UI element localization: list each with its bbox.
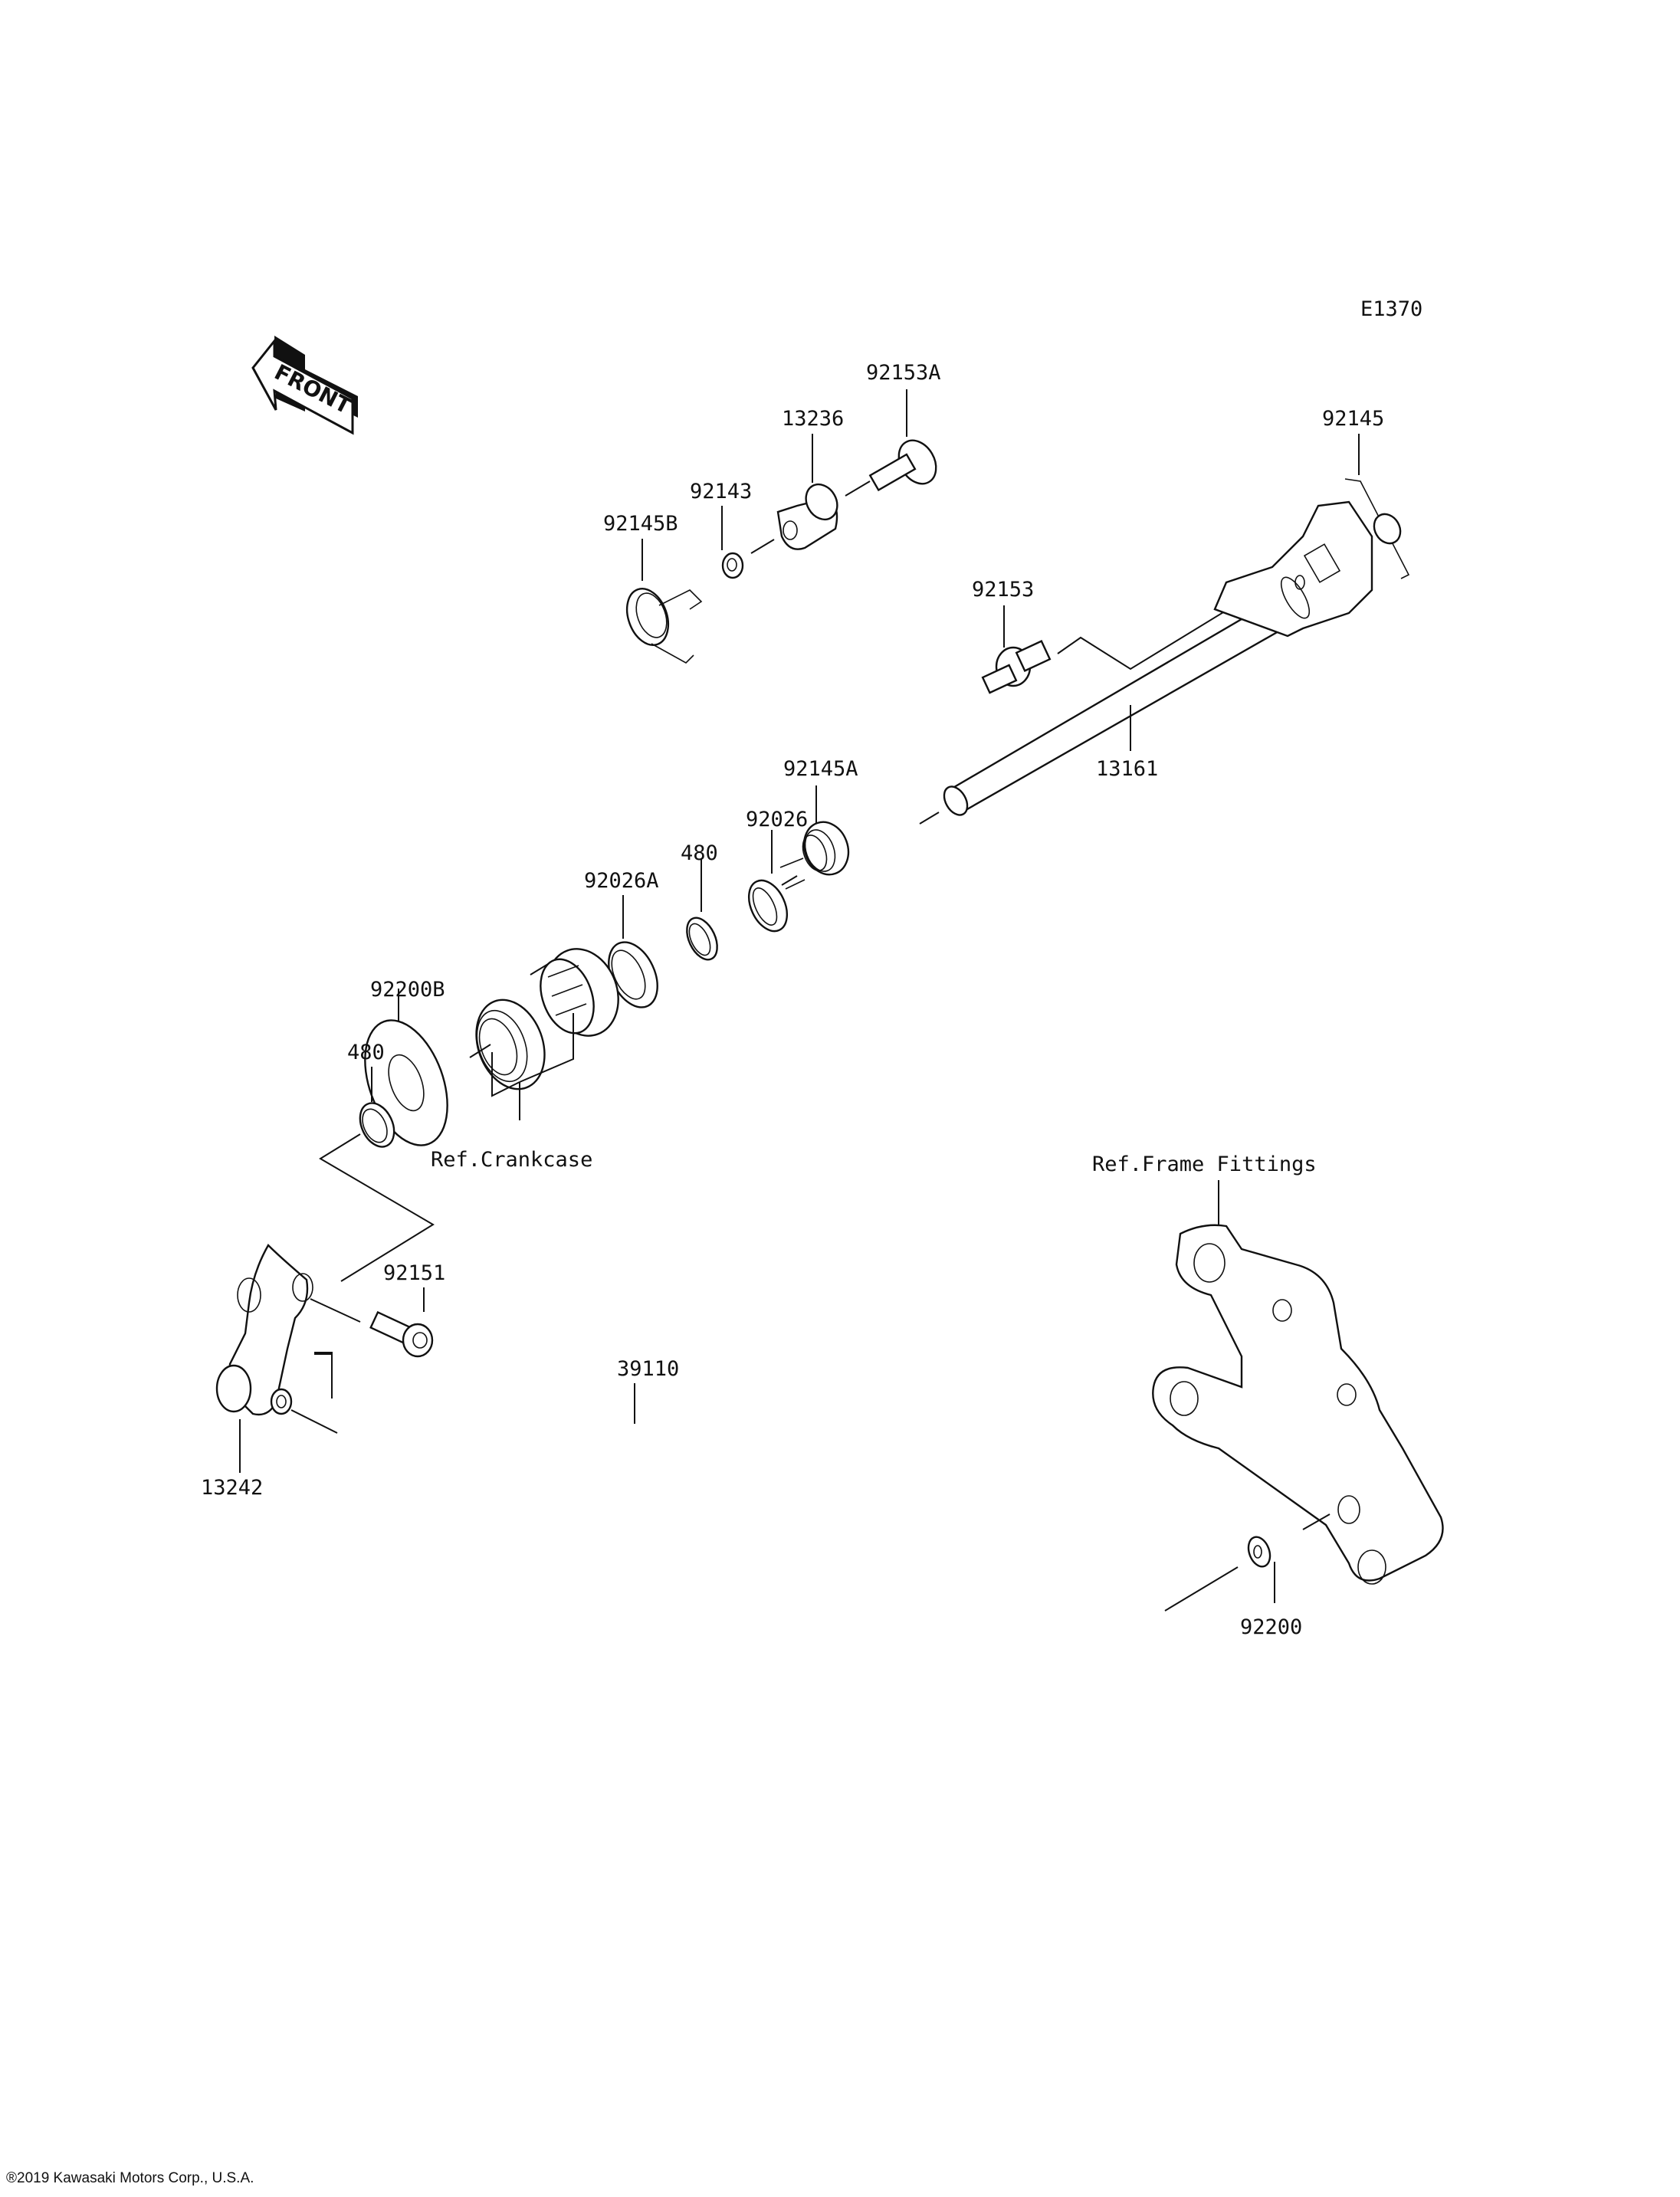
part-label-92145A: 92145A xyxy=(783,757,858,781)
part-13236[interactable]: 13236 xyxy=(776,407,844,550)
part-480-upper[interactable]: 480 xyxy=(681,841,724,964)
part-label-92026: 92026 xyxy=(746,808,808,831)
part-label-92143: 92143 xyxy=(690,480,752,503)
part-label-480-lower: 480 xyxy=(347,1041,385,1064)
part-label-13161: 13161 xyxy=(1096,757,1158,781)
oil-seal xyxy=(475,998,546,1090)
part-label-13236: 13236 xyxy=(782,407,844,431)
part-92200[interactable]: 92200 xyxy=(1164,1513,1331,1639)
frame-bracket xyxy=(1152,1224,1444,1585)
part-label-92145: 92145 xyxy=(1322,407,1384,431)
ref-crankcase-label: Ref.Crankcase xyxy=(431,1148,592,1172)
front-arrow-icon: FRONT xyxy=(251,336,358,435)
part-label-92145B: 92145B xyxy=(603,512,678,536)
part-label-13242: 13242 xyxy=(201,1476,263,1500)
part-92151[interactable]: 92151 xyxy=(369,1261,446,1358)
part-39110[interactable]: 39110 xyxy=(314,1352,679,1424)
part-92026[interactable]: 92026 xyxy=(741,808,808,937)
part-92153A[interactable]: 92153A xyxy=(845,361,943,497)
diagram-code: E1370 xyxy=(1360,297,1422,321)
part-92153[interactable]: 92153 xyxy=(972,578,1273,694)
part-13242[interactable]: 13242 xyxy=(201,1244,361,1500)
part-92143[interactable]: 92143 xyxy=(690,480,775,579)
part-label-92153A: 92153A xyxy=(866,361,941,385)
part-label-39110: 39110 xyxy=(617,1357,679,1381)
copyright-text: ®2019 Kawasaki Motors Corp., U.S.A. xyxy=(6,2170,254,2186)
part-13161[interactable]: 13161 xyxy=(919,500,1373,825)
part-label-92026A: 92026A xyxy=(584,869,659,893)
part-label-92200B: 92200B xyxy=(370,978,445,1002)
part-label-92151: 92151 xyxy=(383,1261,445,1285)
part-label-92200: 92200 xyxy=(1240,1615,1302,1639)
part-92145[interactable]: 92145 xyxy=(1322,407,1410,579)
ref-frame-fittings-label: Ref.Frame Fittings xyxy=(1092,1153,1317,1176)
needle-bearing xyxy=(540,948,619,1037)
part-label-480-upper: 480 xyxy=(681,841,718,865)
part-92145B[interactable]: 92145B xyxy=(603,512,703,664)
part-92026A[interactable]: 92026A xyxy=(530,869,667,1015)
part-92145A[interactable]: 92145A xyxy=(779,757,858,890)
part-480-lower[interactable]: 480 xyxy=(319,1041,435,1282)
part-label-92153: 92153 xyxy=(972,578,1034,602)
